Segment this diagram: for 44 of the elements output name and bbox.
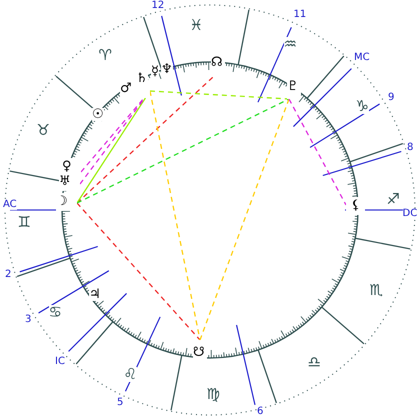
planet-glyph: ♃ — [89, 288, 101, 300]
house-label: 6 — [257, 407, 264, 417]
aspect-line — [76, 98, 146, 204]
house-label: AC — [3, 200, 17, 210]
planet-glyph: ♅ — [59, 173, 80, 191]
zodiac-sign-glyph: ♏ — [370, 282, 383, 298]
house-label: IC — [55, 357, 65, 367]
aspect-line — [288, 98, 347, 206]
zodiac-sign-glyph: ♓ — [190, 18, 203, 32]
aspect-line — [199, 98, 290, 340]
aspect-line — [76, 76, 214, 204]
zodiac-sign-glyph: ♑ — [356, 98, 369, 114]
house-label: DC — [402, 209, 418, 219]
planet-glyph: ♆ — [161, 62, 173, 76]
planet-glyph: ☽ — [56, 193, 77, 211]
zodiac-sign-glyph: ♈ — [98, 48, 112, 62]
aspect-line — [149, 90, 201, 340]
planet-glyph: ☉ — [92, 108, 104, 120]
house-label: MC — [354, 53, 370, 63]
aspect-line — [76, 98, 290, 204]
planet-glyph: ♇ — [287, 78, 301, 99]
aspect-line — [80, 98, 146, 184]
zodiac-sign-glyph: ♉ — [36, 122, 50, 138]
house-label: 11 — [294, 10, 306, 20]
zodiac-sign-glyph: ♌ — [124, 366, 137, 382]
aspect-line — [150, 90, 288, 100]
zodiac-sign-glyph: ♍ — [206, 386, 220, 402]
house-label: 5 — [117, 398, 124, 408]
planet-glyph: ☋ — [193, 340, 207, 362]
zodiac-sign-glyph: ♐ — [386, 192, 400, 206]
planet-glyph: ♄ — [136, 72, 148, 84]
zodiac-sign-glyph: ♋ — [48, 304, 62, 320]
house-label: 9 — [388, 93, 394, 103]
house-label: 2 — [5, 270, 12, 280]
zodiac-sign-glyph: ♎ — [308, 354, 321, 370]
planet-glyph: ☊ — [211, 54, 225, 77]
house-label: 8 — [407, 143, 414, 153]
planet-glyph: ⚸ — [346, 197, 365, 215]
house-label: 12 — [152, 1, 164, 11]
planet-glyph: ☿ — [151, 64, 159, 78]
zodiac-sign-glyph: ♊ — [18, 214, 31, 230]
aspect-line — [80, 98, 144, 172]
house-label: 3 — [25, 315, 32, 325]
aspect-line — [76, 202, 200, 340]
